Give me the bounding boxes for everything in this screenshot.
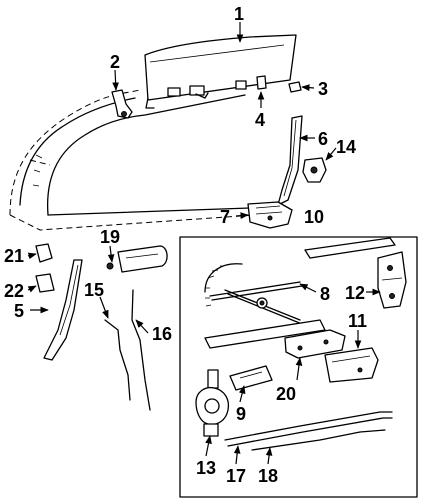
callout-22: 22 (4, 281, 24, 301)
callout-4: 4 (255, 110, 265, 130)
door-glass (144, 34, 297, 109)
regulator-motor (229, 365, 273, 391)
callout-9: 9 (236, 404, 246, 424)
callout-16: 16 (152, 324, 172, 344)
callout-18: 18 (258, 466, 278, 486)
window-motor (195, 369, 230, 437)
callout-10: 10 (304, 207, 324, 227)
callout-21: 21 (4, 246, 24, 266)
glass-bumper (288, 81, 302, 93)
latch-assembly (247, 201, 293, 229)
callout-7: 7 (220, 207, 230, 227)
lock-rod-16 (131, 289, 151, 411)
leader-lines (27, 22, 381, 465)
callout-2: 2 (110, 52, 120, 72)
callout-14: 14 (336, 137, 356, 157)
regulator-motor-bracket (377, 251, 407, 309)
callout-5: 5 (14, 301, 24, 321)
callout-6: 6 (318, 129, 328, 149)
callout-17: 17 (226, 466, 246, 486)
door-frame-outline (9, 89, 256, 231)
callout-1: 1 (234, 4, 244, 24)
callout-12: 12 (345, 283, 365, 303)
glass-guide (256, 75, 267, 90)
run-channel (277, 115, 303, 206)
callout-13: 13 (196, 458, 216, 478)
callout-3: 3 (318, 79, 328, 99)
window-regulator (204, 237, 396, 349)
lower-channel-bracket (324, 347, 379, 383)
rear-run-channel (43, 259, 83, 361)
regulator-box (179, 236, 418, 498)
callout-labels: 1 2 3 4 5 6 7 8 9 10 11 12 13 14 15 16 1… (4, 4, 367, 486)
lock-rod-15 (104, 319, 131, 401)
callout-19: 19 (100, 227, 120, 247)
callout-20: 20 (276, 384, 296, 404)
channel-bracket (302, 157, 327, 183)
callout-15: 15 (84, 280, 104, 300)
channel-clips (35, 243, 55, 293)
callout-8: 8 (320, 284, 330, 304)
callout-11: 11 (348, 311, 367, 331)
glass-bracket (111, 89, 133, 119)
sash-channel (284, 329, 346, 359)
lock-rods (224, 411, 393, 451)
inside-handle (106, 245, 168, 273)
